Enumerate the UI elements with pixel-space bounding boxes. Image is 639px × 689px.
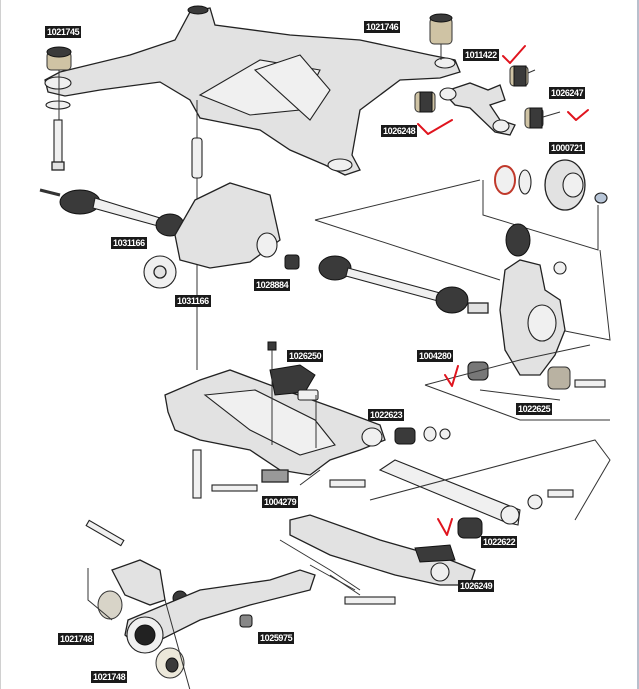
drive-shaft-and-differential — [39, 182, 489, 314]
part-label-1028884[interactable]: 1028884 — [254, 279, 291, 291]
part-label-1004280[interactable]: 1004280 — [417, 350, 454, 362]
left-border — [0, 0, 1, 689]
part-label-1022623[interactable]: 1022623 — [368, 409, 405, 421]
part-label-1031166-axle[interactable]: 1031166 — [111, 237, 147, 249]
part-label-1026250[interactable]: 1026250 — [287, 350, 324, 362]
subframe-center-pin — [191, 100, 203, 370]
check-mark-1022622 — [437, 518, 453, 536]
check-mark-1004280 — [444, 365, 459, 387]
part-label-1021746[interactable]: 1021746 — [364, 21, 401, 33]
scrollbar-edge[interactable] — [637, 0, 639, 689]
part-label-1025975[interactable]: 1025975 — [258, 632, 295, 644]
check-mark-1026248 — [417, 119, 453, 135]
lower-crossmember — [164, 341, 451, 499]
part-label-1026248[interactable]: 1026248 — [381, 125, 418, 137]
part-label-1000721[interactable]: 1000721 — [549, 142, 586, 154]
rear-knuckle — [314, 179, 611, 421]
part-label-1026247[interactable]: 1026247 — [549, 87, 586, 99]
subframe-bushing-right — [429, 13, 453, 60]
part-label-1022622[interactable]: 1022622 — [481, 536, 518, 548]
subframe-bushing-left — [45, 46, 72, 171]
hub-bearing-assembly — [482, 159, 608, 251]
part-label-1022625[interactable]: 1022625 — [516, 403, 553, 415]
part-label-1011422[interactable]: 1011422 — [463, 49, 499, 61]
part-label-1026249[interactable]: 1026249 — [458, 580, 495, 592]
check-mark-1026247 — [567, 109, 589, 121]
upper-control-arm — [414, 65, 561, 136]
part-label-1021748-front[interactable]: 1021748 — [58, 633, 95, 645]
trailing-arm — [85, 519, 356, 689]
rear-subframe — [44, 5, 461, 176]
part-label-1021745[interactable]: 1021745 — [45, 26, 82, 38]
part-label-1004279[interactable]: 1004279 — [262, 496, 299, 508]
lower-link-and-control-arm — [279, 439, 611, 605]
part-label-1021748-rear[interactable]: 1021748 — [91, 671, 128, 683]
part-label-1031166-mount[interactable]: 1031166 — [175, 295, 211, 307]
check-mark-1011422 — [502, 45, 526, 64]
